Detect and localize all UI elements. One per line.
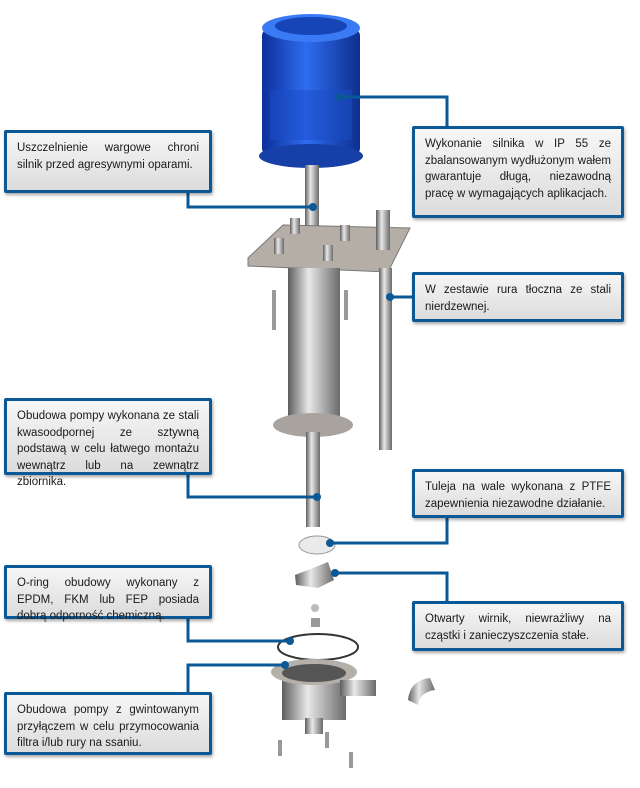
callout-motor: Wykonanie silnika w IP 55 ze zbalansowan…: [412, 126, 624, 218]
washer: [311, 604, 319, 612]
column-flange: [273, 413, 353, 437]
plate-nuts: [274, 210, 390, 261]
callout-o-ring: O-ring obudowy wykonany z EPDM, FKM lub …: [4, 565, 212, 622]
impeller-nut: [311, 618, 320, 627]
ptfe-sleeve: [298, 535, 336, 555]
callout-pump-casing-steel: Obudowa pompy wykonana ze stali kwasoodp…: [4, 398, 212, 488]
column: [288, 268, 340, 418]
discharge-pipe: [379, 268, 392, 450]
bolts: [272, 290, 353, 768]
pump-casing: [271, 659, 376, 734]
elbow-fitting: [408, 678, 435, 705]
callout-dots: [281, 93, 394, 669]
motor: [259, 14, 363, 168]
callout-discharge-pipe: W zestawie rura tłoczna ze stali nierdze…: [412, 272, 624, 322]
callout-lip-seal: Uszczelnienie wargowe chroni silnik prze…: [4, 130, 212, 193]
impeller: [295, 562, 334, 588]
lower-shaft: [306, 432, 320, 527]
callout-pump-casing-threaded: Obudowa pompy z gwintowanym przyłączem w…: [4, 692, 212, 755]
callout-impeller: Otwarty wirnik, niewrażliwy na cząstki i…: [412, 601, 624, 651]
callout-shaft-sleeve: Tuleja na wale wykonana z PTFE zapewnien…: [412, 469, 624, 518]
